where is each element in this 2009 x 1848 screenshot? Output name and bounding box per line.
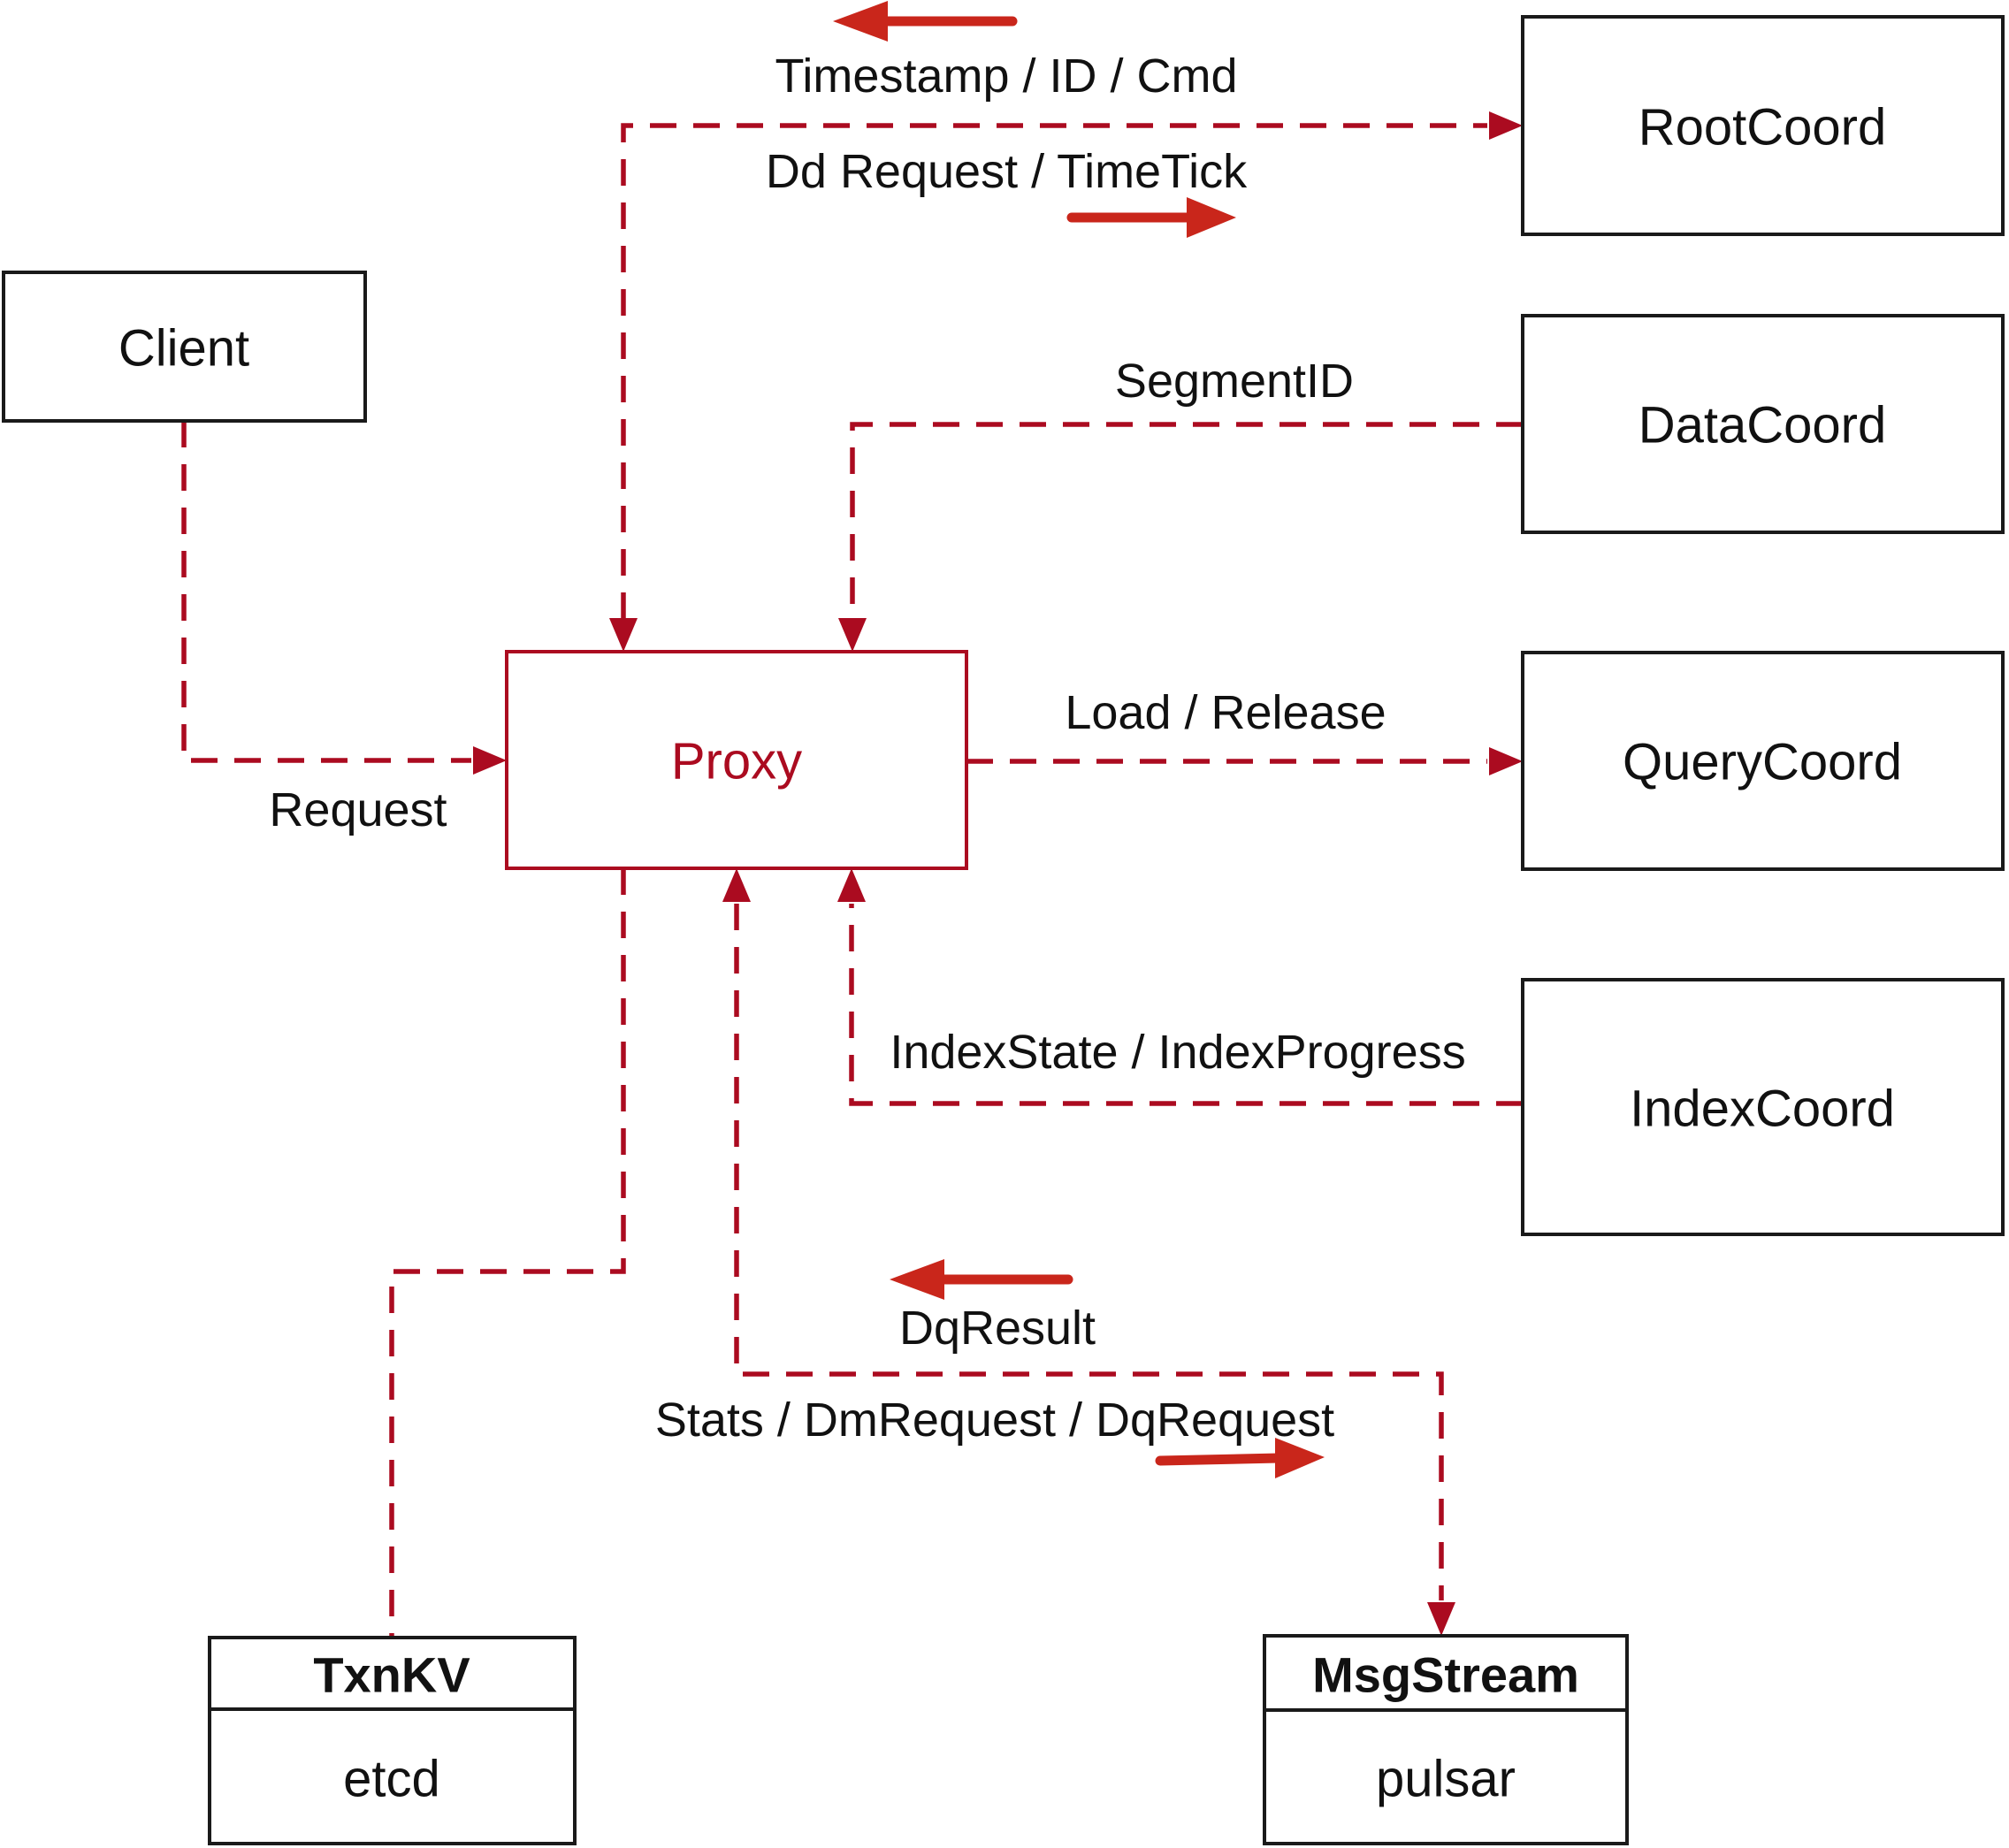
querycoord-node: QueryCoord [1521, 651, 2005, 871]
edge-label-indexstate-indexprogress: IndexState / IndexProgress [890, 1026, 1465, 1079]
indexcoord-label: IndexCoord [1630, 1081, 1895, 1138]
rootcoord-box [1521, 15, 2005, 236]
arrowhead-into-msgstream [1427, 1602, 1455, 1636]
edge-datacoord-proxy [838, 422, 1523, 652]
client-node: Client [2, 271, 367, 423]
datacoord-label: DataCoord [1639, 397, 1886, 454]
proxy-box [505, 650, 968, 870]
edge-proxy-txnkv [389, 868, 626, 1638]
rootcoord-node: RootCoord [1521, 15, 2005, 236]
edge-proxy-querycoord [966, 747, 1523, 775]
arrowhead-into-proxy-bottom-middle [722, 868, 751, 902]
edge-label-load-release: Load / Release [1065, 686, 1386, 739]
indexcoord-node: IndexCoord [1521, 978, 2005, 1236]
direction-arrow-timestamp-left-head [833, 1, 888, 42]
proxy-label: Proxy [671, 733, 802, 790]
edge-label-request: Request [269, 783, 447, 836]
edge-client-proxy-path [181, 421, 471, 763]
edge-label-dqresult: DqResult [899, 1302, 1096, 1355]
txnkv-box [208, 1636, 577, 1845]
direction-arrow-stats-right [1155, 1438, 1325, 1478]
edge-datacoord-proxy-path [850, 422, 1523, 619]
datacoord-box [1521, 314, 2005, 534]
txnkv-node: TxnKV etcd [208, 1636, 577, 1845]
direction-arrow-ddrequest-right [1066, 197, 1236, 238]
querycoord-label: QueryCoord [1623, 734, 1902, 791]
edge-proxy-msgstream-path [734, 904, 1444, 1600]
msgstream-impl: pulsar [1376, 1751, 1516, 1808]
edge-proxy-txnkv-path [389, 868, 626, 1638]
proxy-node: Proxy [505, 650, 968, 870]
direction-arrow-dqresult-left-head [890, 1259, 944, 1300]
direction-arrow-stats-right-shaft [1155, 1453, 1284, 1466]
rootcoord-label: RootCoord [1639, 99, 1886, 157]
edge-proxy-msgstream [722, 868, 1455, 1636]
direction-arrow-dqresult-left [890, 1259, 1073, 1300]
edge-label-segmentid: SegmentID [1115, 355, 1354, 408]
edge-indexcoord-proxy [837, 868, 1523, 1106]
querycoord-box [1521, 651, 2005, 871]
client-box [2, 271, 367, 423]
edge-label-dd-request-timetick: Dd Request / TimeTick [766, 145, 1248, 198]
arrowhead-into-rootcoord [1489, 111, 1523, 140]
arrowhead-into-proxy-top-left [609, 618, 638, 652]
txnkv-title: TxnKV [313, 1647, 470, 1703]
arrowhead-into-proxy-top-right [838, 618, 867, 652]
edge-label-stats-dmrequest-dqrequest: Stats / DmRequest / DqRequest [655, 1394, 1334, 1447]
edge-client-proxy [181, 421, 507, 775]
txnkv-impl: etcd [343, 1751, 440, 1808]
direction-arrow-ddrequest-right-head [1187, 197, 1236, 238]
datacoord-node: DataCoord [1521, 314, 2005, 534]
client-label: Client [118, 320, 249, 378]
direction-arrow-timestamp-left [833, 1, 1018, 42]
edge-proxy-rootcoord-path [621, 123, 1487, 619]
msgstream-box [1263, 1634, 1629, 1845]
indexcoord-box [1521, 978, 2005, 1236]
arrowhead-into-proxy-bottom-right [837, 868, 866, 902]
msgstream-title: MsgStream [1312, 1647, 1579, 1703]
arrowhead-into-querycoord [1489, 747, 1523, 775]
edge-indexcoord-proxy-path [849, 904, 1523, 1106]
msgstream-node: MsgStream pulsar [1263, 1634, 1629, 1845]
direction-arrow-stats-right-head [1275, 1438, 1325, 1478]
arrowhead-into-proxy-left [473, 746, 507, 775]
edge-label-timestamp-id-cmd: Timestamp / ID / Cmd [775, 50, 1237, 103]
edge-proxy-rootcoord [609, 111, 1523, 652]
